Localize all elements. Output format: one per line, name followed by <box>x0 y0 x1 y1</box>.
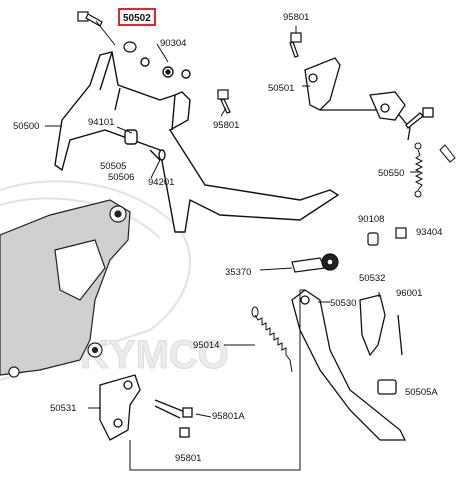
part-label-95801-mid[interactable]: 95801 <box>213 120 240 131</box>
part-label-94201[interactable]: 94201 <box>148 177 175 188</box>
switch-35370 <box>291 227 407 273</box>
side-stand-50530 <box>291 289 407 441</box>
part-label-95014[interactable]: 95014 <box>193 340 220 351</box>
part-label-50502[interactable]: 50502 <box>123 13 151 24</box>
frame <box>0 199 131 378</box>
part-label-50530[interactable]: 50530 <box>330 298 357 309</box>
rubber-50505A <box>377 379 397 395</box>
kymco-watermark: KYMCO <box>0 180 229 381</box>
bolt-95801-right-top <box>289 32 302 58</box>
spring-50550 <box>414 142 456 198</box>
part-label-50506[interactable]: 50506 <box>108 172 135 183</box>
part-label-93404[interactable]: 93404 <box>416 227 443 238</box>
main-stand <box>54 51 340 233</box>
part-label-50505[interactable]: 50505 <box>100 161 127 172</box>
part-label-95801-top[interactable]: 95801 <box>283 12 310 23</box>
part-label-96001[interactable]: 96001 <box>396 288 423 299</box>
part-label-95801-bottom[interactable]: 95801 <box>175 453 202 464</box>
part-label-95801A[interactable]: 95801A <box>212 411 245 422</box>
bracket-50501 <box>304 57 434 141</box>
part-label-50501[interactable]: 50501 <box>268 83 295 94</box>
part-label-50531[interactable]: 50531 <box>50 403 77 414</box>
bolt-95801-mid <box>217 89 231 114</box>
bracket-50531 <box>99 374 193 441</box>
leader-lines <box>45 20 420 471</box>
plate-50532 <box>359 294 403 357</box>
part-label-90304[interactable]: 90304 <box>160 38 187 49</box>
nut-50502 <box>123 41 137 53</box>
part-label-35370[interactable]: 35370 <box>225 267 252 278</box>
spring-95014 <box>251 306 293 373</box>
part-label-50505A[interactable]: 50505A <box>405 387 438 398</box>
part-label-50550[interactable]: 50550 <box>378 168 405 179</box>
part-label-50500[interactable]: 50500 <box>13 121 40 132</box>
part-label-94101[interactable]: 94101 <box>88 117 115 128</box>
highlight-box[interactable]: 50502 <box>118 8 156 26</box>
watermark-text: KYMCO <box>80 333 229 377</box>
part-label-50532[interactable]: 50532 <box>359 273 386 284</box>
part-label-90108[interactable]: 90108 <box>358 214 385 225</box>
